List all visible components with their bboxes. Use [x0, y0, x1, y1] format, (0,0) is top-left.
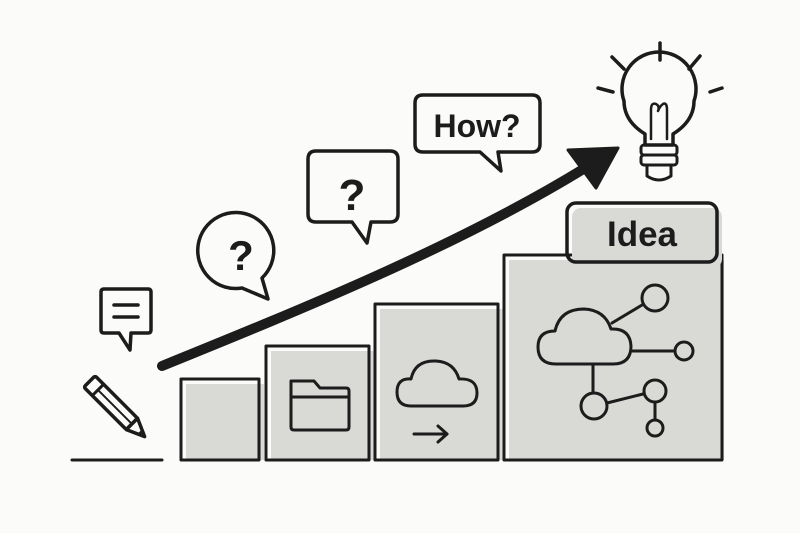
step-2-box	[264, 344, 374, 462]
idea-label: Idea	[607, 215, 678, 254]
how-bubble: How?	[413, 93, 542, 173]
question-bubble-1: ?	[196, 210, 276, 301]
step-1-box	[179, 377, 264, 462]
question-mark-1: ?	[228, 232, 254, 279]
lightbulb-icon	[596, 41, 724, 182]
step-3-box	[373, 302, 503, 462]
arrow-right-icon	[412, 424, 449, 444]
idea-label-box: Idea	[565, 201, 722, 268]
how-text: How?	[433, 108, 520, 144]
cloud-network-icon	[536, 283, 695, 438]
folder-icon	[289, 379, 351, 432]
chat-lines-icon	[99, 287, 153, 352]
question-bubble-2: ?	[306, 149, 400, 245]
growth-arrow-icon	[157, 146, 620, 371]
step-4-box	[502, 253, 724, 462]
pencil-icon	[82, 374, 147, 439]
cloud-icon	[395, 359, 479, 408]
question-mark-2: ?	[339, 171, 366, 220]
